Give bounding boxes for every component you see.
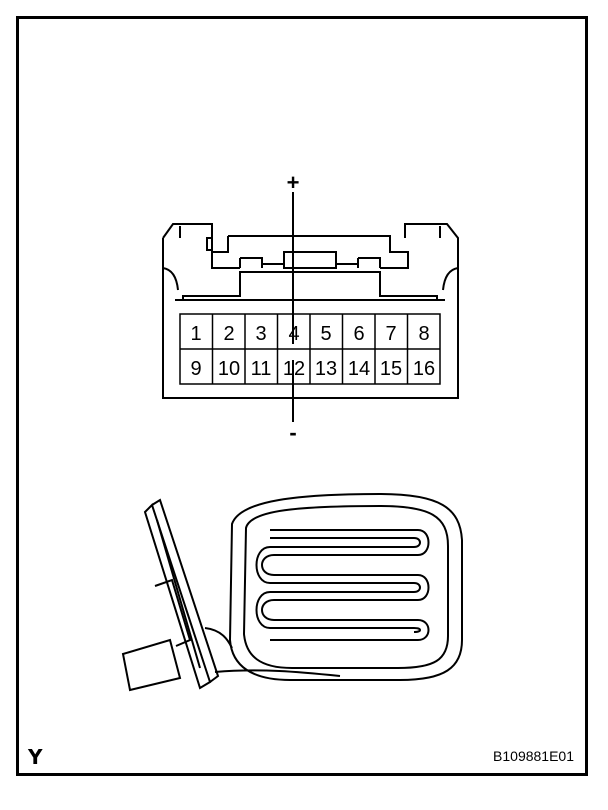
plus-terminal-label: + [287, 170, 300, 195]
pin-label: 1 [190, 323, 201, 345]
connector-housing [162, 223, 459, 399]
minus-terminal-label: - [289, 420, 296, 445]
view-label: Y [28, 745, 43, 769]
pin-label: 7 [385, 323, 396, 345]
pin-label: 11 [251, 358, 272, 380]
pin-label: 16 [413, 358, 435, 380]
pin-label: 9 [190, 358, 201, 380]
pin-grid [179, 313, 441, 385]
pin-label: 5 [320, 323, 331, 345]
side-mirror-illustration [121, 492, 463, 692]
pin-label: 2 [223, 323, 234, 345]
pin-label: 8 [418, 323, 429, 345]
figure-code: B109881E01 [493, 748, 574, 764]
pin-label: 10 [218, 358, 240, 380]
pin-label: 3 [255, 323, 266, 345]
pin-label: 15 [380, 358, 402, 380]
diagram-frame [16, 16, 588, 776]
pin-label: 6 [353, 323, 364, 345]
pin-label: 13 [315, 358, 337, 380]
pin-label: 14 [348, 358, 370, 380]
